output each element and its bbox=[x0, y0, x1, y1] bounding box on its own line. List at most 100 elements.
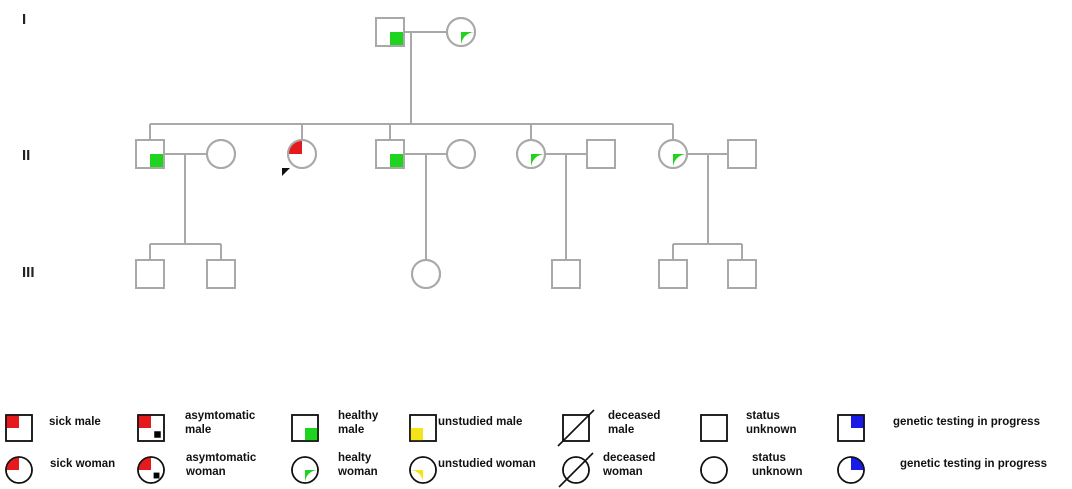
affected-quadrant bbox=[138, 415, 151, 428]
individual-III-3 bbox=[411, 259, 441, 289]
circle-border bbox=[446, 17, 476, 47]
unstudied-quadrant bbox=[410, 428, 423, 441]
square-border bbox=[551, 259, 581, 289]
legend-symbol-unknown bbox=[700, 414, 728, 442]
square-border bbox=[206, 259, 236, 289]
legend-symbol-sick bbox=[5, 414, 33, 442]
circle-border bbox=[700, 456, 728, 484]
circle-border bbox=[411, 259, 441, 289]
healthy-quadrant bbox=[305, 470, 318, 483]
square-outline bbox=[700, 414, 728, 442]
square-outline bbox=[727, 139, 757, 169]
square-border bbox=[137, 414, 165, 442]
legend-item-unstudied-male: unstudied male bbox=[409, 414, 522, 442]
healthy-quadrant bbox=[390, 32, 404, 46]
legend-symbol-unstudied bbox=[409, 456, 437, 484]
legend-label-line: healthy bbox=[338, 410, 379, 422]
square-border bbox=[135, 139, 165, 169]
testing-quadrant bbox=[851, 457, 864, 470]
square-border bbox=[837, 414, 865, 442]
legend-label-line: healty bbox=[338, 452, 372, 464]
square-outline bbox=[551, 259, 581, 289]
legend-label-line: genetic testing in progress bbox=[893, 416, 1040, 428]
proband-arrow bbox=[282, 168, 290, 176]
legend-symbol-sick bbox=[5, 456, 33, 484]
individual-III-4 bbox=[551, 259, 581, 289]
individuals bbox=[135, 17, 757, 289]
circle-border bbox=[446, 139, 476, 169]
legend-label-line: sick woman bbox=[50, 458, 115, 470]
circle-border bbox=[137, 456, 165, 484]
individual-II-7 bbox=[586, 139, 616, 169]
carrier-dot bbox=[154, 431, 161, 438]
deceased-slash bbox=[557, 409, 595, 447]
square-border bbox=[700, 414, 728, 442]
circle-border bbox=[837, 456, 865, 484]
individual-II-5 bbox=[446, 139, 476, 169]
individual-III-1 bbox=[135, 259, 165, 289]
carrier-dot bbox=[153, 472, 160, 479]
individual-II-9 bbox=[727, 139, 757, 169]
circle-border bbox=[291, 456, 319, 484]
unstudied-quadrant bbox=[410, 470, 423, 483]
square-border bbox=[375, 139, 405, 169]
circle-border bbox=[409, 456, 437, 484]
healthy-quadrant bbox=[531, 154, 545, 168]
legend-symbol-testing bbox=[837, 414, 865, 442]
affected-quadrant bbox=[6, 457, 19, 470]
circle-border bbox=[206, 139, 236, 169]
legend-label-line: unstudied woman bbox=[438, 458, 536, 470]
individual-II-8 bbox=[658, 139, 688, 169]
individual-II-4 bbox=[375, 139, 405, 169]
square-border bbox=[727, 259, 757, 289]
individual-I-2 bbox=[446, 17, 476, 47]
square-border bbox=[409, 414, 437, 442]
legend-symbol-asymptomatic bbox=[137, 456, 165, 484]
legend-item-unstudied-female: unstudied woman bbox=[409, 456, 536, 484]
square-border bbox=[135, 259, 165, 289]
generation-label-1: I bbox=[22, 11, 26, 28]
generation-labels: I II III bbox=[22, 11, 35, 281]
generation-label-3: III bbox=[22, 264, 35, 281]
square-border bbox=[727, 139, 757, 169]
healthy-quadrant bbox=[150, 154, 164, 168]
legend-symbol-unstudied bbox=[409, 414, 437, 442]
legend-label-line: unknown bbox=[746, 424, 796, 436]
legend-symbol-healthy bbox=[291, 414, 319, 442]
square-border bbox=[658, 259, 688, 289]
individual-II-2 bbox=[206, 139, 236, 169]
square-outline bbox=[135, 259, 165, 289]
individual-III-2 bbox=[206, 259, 236, 289]
square-outline bbox=[658, 259, 688, 289]
square-outline bbox=[727, 259, 757, 289]
affected-quadrant bbox=[288, 140, 302, 154]
legend-label-line: male bbox=[185, 424, 211, 436]
square-outline bbox=[206, 259, 236, 289]
square-border bbox=[375, 17, 405, 47]
circle-border bbox=[562, 456, 590, 484]
generation-label-2: II bbox=[22, 147, 30, 164]
legend-symbol-deceased bbox=[558, 452, 594, 488]
circle-border bbox=[287, 139, 317, 169]
legend-label-line: sick male bbox=[49, 416, 101, 428]
legend-item-testing-female: genetic testing in progress bbox=[837, 456, 1047, 484]
legend-label-line: woman bbox=[185, 466, 226, 478]
legend-label-line: male bbox=[608, 424, 634, 436]
healthy-quadrant bbox=[390, 154, 404, 168]
square-border bbox=[291, 414, 319, 442]
circle-border bbox=[658, 139, 688, 169]
individual-III-5 bbox=[658, 259, 688, 289]
healthy-quadrant bbox=[305, 428, 318, 441]
legend-label-line: deceased bbox=[603, 452, 655, 464]
square-outline bbox=[586, 139, 616, 169]
circle-border bbox=[516, 139, 546, 169]
individual-II-1 bbox=[135, 139, 165, 169]
